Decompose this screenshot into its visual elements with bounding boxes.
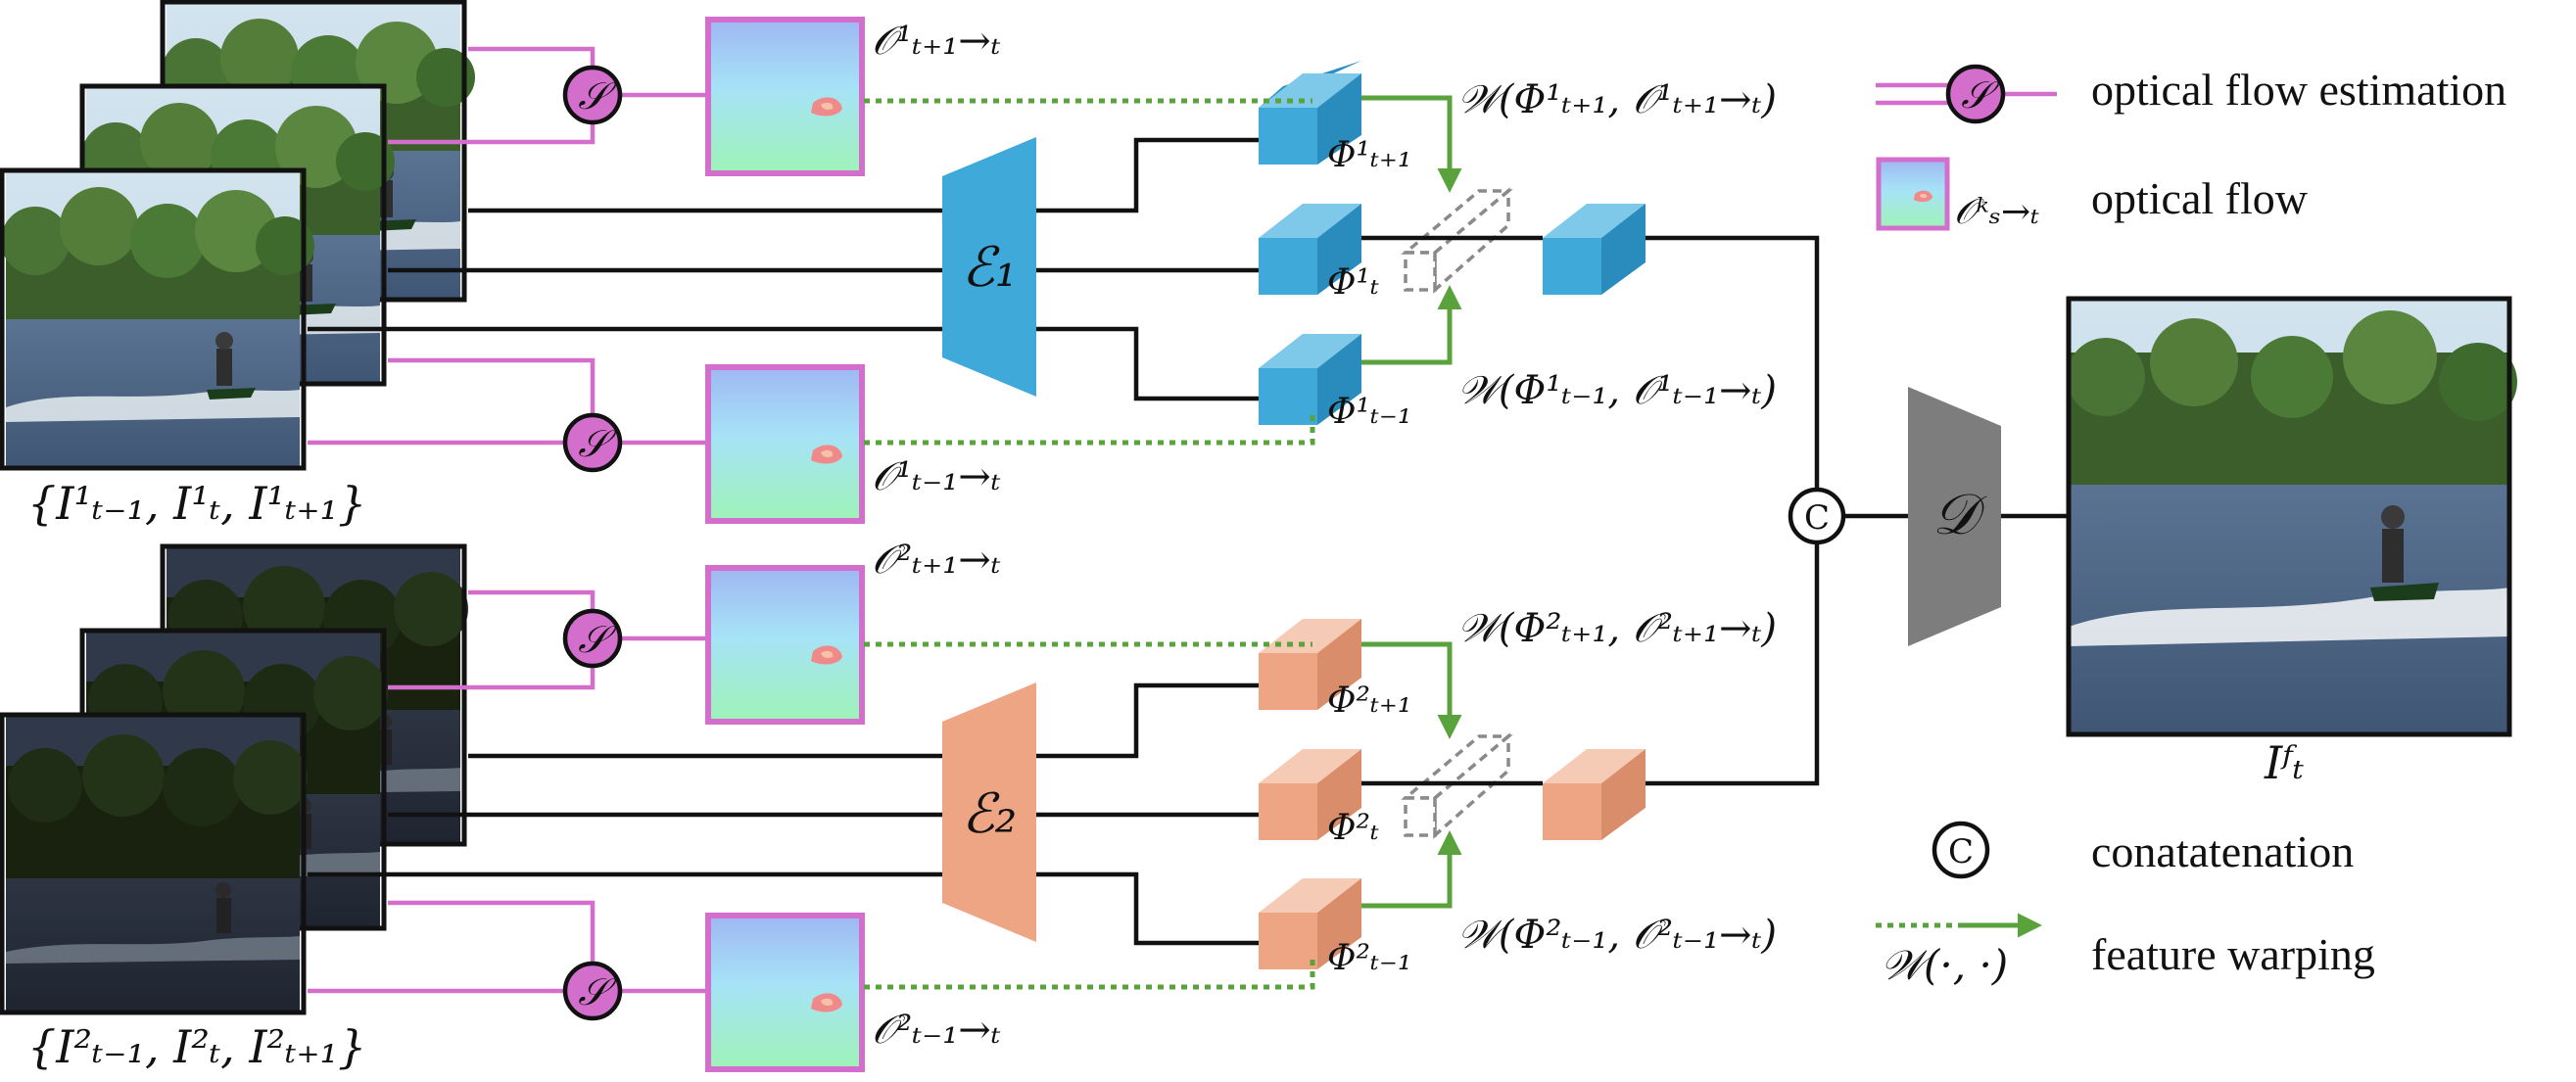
feature-label-1-top: Φ¹ₜ₊₁ [1327, 135, 1411, 175]
concatenation-node: C [1788, 487, 1846, 545]
fused-feature-2 [1543, 749, 1646, 840]
feature-label-2-bottom: Φ²ₜ₋₁ [1327, 938, 1411, 978]
warped-feature-2 [1401, 732, 1513, 839]
optical-flow-tile-1-top [705, 17, 865, 176]
legend-optical-flow: 𝒪ᵏₛ→ₜ optical flow [1876, 157, 2309, 232]
warped-feature-1 [1401, 187, 1513, 294]
svg-text:𝒪ᵏₛ→ₜ: 𝒪ᵏₛ→ₜ [1954, 192, 2039, 232]
optical-flow-tile-2-top [705, 565, 865, 725]
fused-feature-1 [1543, 204, 1646, 295]
warp-label-2-top: 𝒲(Φ²ₜ₊₁, 𝒪²ₜ₊₁→ₜ) [1457, 606, 1777, 651]
frame-stack-1 [0, 0, 475, 471]
frames-label-2: {I²ₜ₋₁, I²ₜ, I²ₜ₊₁} [27, 1020, 366, 1073]
flow-label-1-top: 𝒪¹ₜ₊₁→ₜ [872, 19, 1001, 64]
output-label: Iᶠₜ [2264, 736, 2304, 789]
encoder-1: ℰ₁ [942, 137, 1036, 397]
feature-block-1-bottom [1259, 334, 1361, 425]
legend-flow-estimation: 𝒮 optical flow estimation [1876, 64, 2506, 124]
feature-label-1-bottom: Φ¹ₜ₋₁ [1327, 392, 1411, 432]
feature-label-2-mid: Φ²ₜ [1327, 808, 1379, 848]
encoder-2: ℰ₂ [942, 682, 1036, 942]
stream-2: {I²ₜ₋₁, I²ₜ, I²ₜ₊₁} 𝒮 𝒮 𝒪²ₜ₊₁→ₜ 𝒪²ₜ₋₁→ₜ [0, 538, 1820, 1073]
flow-label-2-bottom: 𝒪²ₜ₋₁→ₜ [872, 1008, 1001, 1053]
warp-label-2-bottom: 𝒲(Φ²ₜ₋₁, 𝒪²ₜ₋₁→ₜ) [1457, 913, 1777, 958]
feature-label-1-mid: Φ¹ₜ [1327, 262, 1379, 303]
legend: 𝒮 optical flow estimation 𝒪ᵏₛ→ₜ optical … [1876, 64, 2506, 989]
stream-1: {I¹ₜ₋₁, I¹ₜ, I¹ₜ₊₁} 𝒮 𝒮 𝒪¹ₜ₊₁→ₜ 𝒪¹ₜ₋₁→ₜ [0, 0, 1820, 530]
flow-estimator-1-bottom: 𝒮 [562, 412, 623, 473]
flow-label-2-top: 𝒪²ₜ₊₁→ₜ [872, 538, 1001, 583]
legend-feature-warping: 𝒲(·, ·) feature warping [1876, 913, 2375, 989]
feature-block-1-top [1259, 61, 1361, 165]
svg-text:feature warping: feature warping [2091, 929, 2375, 979]
svg-text:optical flow estimation: optical flow estimation [2091, 65, 2506, 115]
flow-label-1-bottom: 𝒪¹ₜ₋₁→ₜ [872, 454, 1001, 499]
svg-text:ℰ₂: ℰ₂ [962, 782, 1017, 846]
optical-flow-tile-1-bottom [705, 364, 865, 524]
svg-text:C: C [1948, 832, 1974, 871]
frame-stack-2 [0, 543, 468, 1015]
feature-block-2-mid [1259, 749, 1361, 840]
svg-text:ℰ₁: ℰ₁ [962, 236, 1017, 300]
svg-text:conatatenation: conatatenation [2091, 826, 2354, 876]
flow-estimator-1-top: 𝒮 [562, 65, 623, 125]
flow-estimator-2-top: 𝒮 [562, 608, 623, 669]
feature-block-2-bottom [1259, 878, 1361, 969]
optical-flow-tile-2-bottom [705, 913, 865, 1072]
warp-label-1-bottom: 𝒲(Φ¹ₜ₋₁, 𝒪¹ₜ₋₁→ₜ) [1457, 368, 1777, 413]
warp-label-1-top: 𝒲(Φ¹ₜ₊₁, 𝒪¹ₜ₊₁→ₜ) [1457, 77, 1777, 122]
decoder: 𝒟 [1908, 387, 2001, 646]
frames-label-1: {I¹ₜ₋₁, I¹ₜ, I¹ₜ₊₁} [27, 477, 366, 530]
feature-block-2-top [1259, 619, 1361, 710]
svg-text:C: C [1804, 498, 1830, 538]
feature-label-2-top: Φ²ₜ₊₁ [1327, 681, 1411, 721]
feature-block-1-mid [1259, 204, 1361, 295]
svg-text:optical flow: optical flow [2091, 173, 2309, 223]
flow-estimator-2-bottom: 𝒮 [562, 961, 623, 1021]
svg-text:𝒲(·, ·): 𝒲(·, ·) [1881, 941, 2008, 989]
legend-concatenation: C conatatenation [1932, 821, 2354, 879]
output-frame [2066, 296, 2517, 737]
